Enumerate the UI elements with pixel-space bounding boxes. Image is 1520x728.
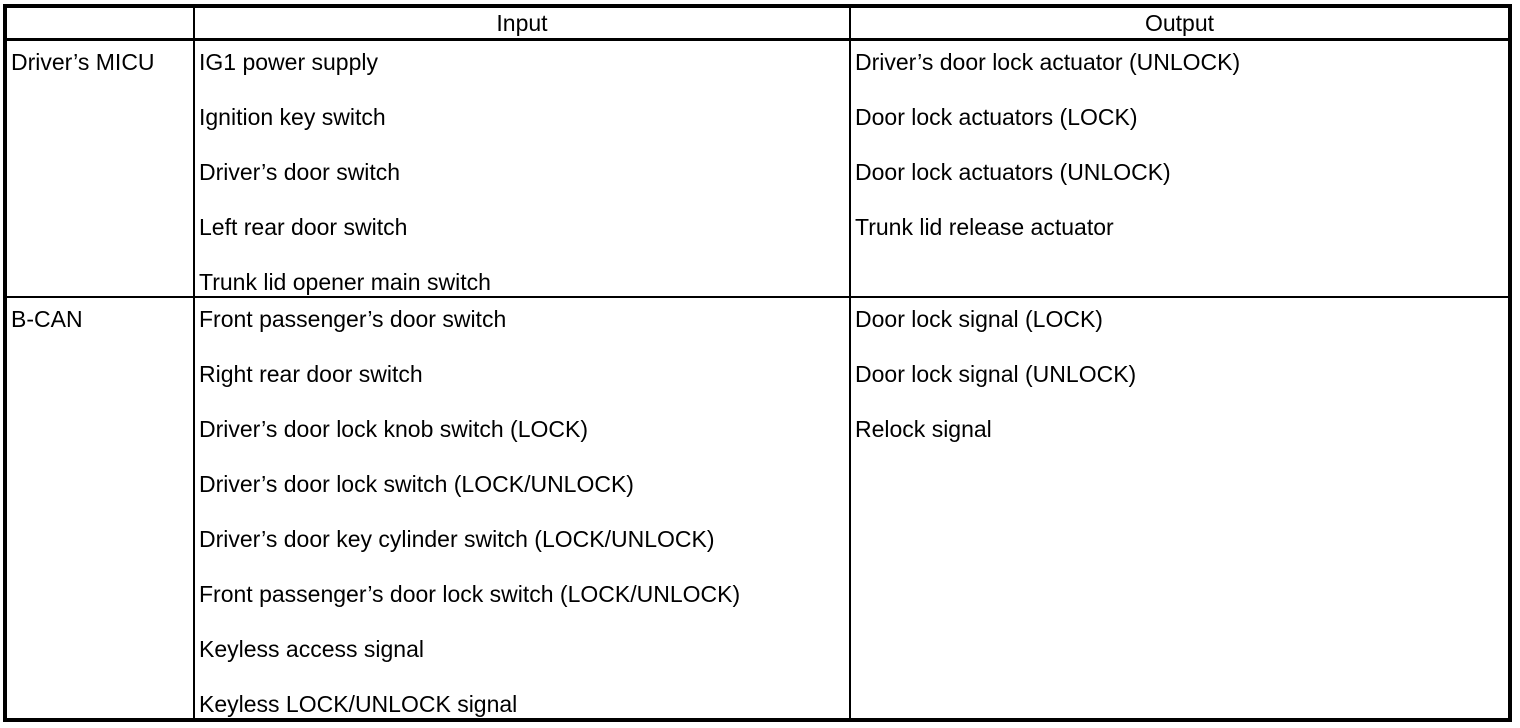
source-cell: Driver’s MICU: [4, 38, 195, 298]
source-label: B-CAN: [11, 306, 83, 332]
output-item: Door lock actuators (LOCK): [855, 104, 1138, 130]
input-item: Driver’s door switch: [199, 159, 401, 185]
input-item: Ignition key switch: [199, 104, 386, 130]
output-item: Relock signal: [855, 416, 992, 442]
input-item: Driver’s door lock switch (LOCK/UNLOCK): [199, 471, 634, 497]
input-item: Keyless access signal: [199, 636, 424, 662]
source-label: Driver’s MICU: [11, 49, 155, 75]
input-item: Driver’s door lock knob switch (LOCK): [199, 416, 588, 442]
source-cell: B-CAN: [4, 296, 195, 721]
output-item: Door lock actuators (UNLOCK): [855, 159, 1171, 185]
input-output-table: Input Output Driver’s MICU IG1 power sup…: [3, 4, 1512, 722]
input-item: Right rear door switch: [199, 361, 423, 387]
output-cell: Driver’s door lock actuator (UNLOCK) Doo…: [849, 38, 1511, 298]
table-row-b-can: B-CAN Front passenger’s door switch Righ…: [4, 296, 1511, 721]
input-item: Keyless LOCK/UNLOCK signal: [199, 691, 518, 717]
input-item: Left rear door switch: [199, 214, 408, 240]
input-item: Front passenger’s door lock switch (LOCK…: [199, 581, 741, 607]
header-output-cell: Output: [849, 5, 1511, 41]
input-item: Front passenger’s door switch: [199, 306, 507, 332]
header-input-cell: Input: [193, 5, 851, 41]
input-item: IG1 power supply: [199, 49, 378, 75]
output-item: Door lock signal (UNLOCK): [855, 361, 1137, 387]
input-item: Driver’s door key cylinder switch (LOCK/…: [199, 526, 715, 552]
output-item: Door lock signal (LOCK): [855, 306, 1103, 332]
output-item: Driver’s door lock actuator (UNLOCK): [855, 49, 1241, 75]
input-cell: IG1 power supply Ignition key switch Dri…: [193, 38, 851, 298]
output-cell: Door lock signal (LOCK) Door lock signal…: [849, 296, 1511, 721]
header-source-cell: [4, 5, 195, 41]
input-item: Trunk lid opener main switch: [199, 269, 491, 295]
output-item: Trunk lid release actuator: [855, 214, 1114, 240]
table-header-row: Input Output: [4, 5, 1511, 41]
table-row-drivers-micu: Driver’s MICU IG1 power supply Ignition …: [4, 38, 1511, 298]
input-cell: Front passenger’s door switch Right rear…: [193, 296, 851, 721]
